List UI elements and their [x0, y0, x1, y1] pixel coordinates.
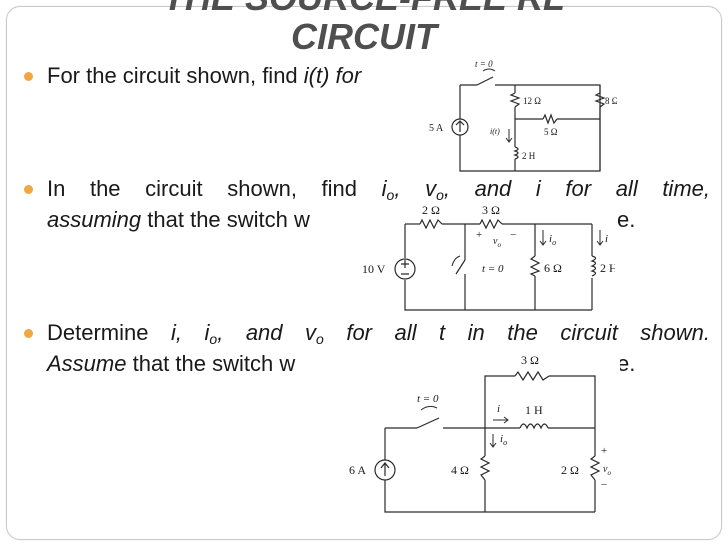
- c3-minus: −: [601, 479, 607, 491]
- c1-switch: [476, 76, 494, 86]
- bullet-1-text: For the circuit shown, find i(t) for: [47, 62, 361, 90]
- c2-i-arrow: [596, 230, 604, 246]
- bullet-1-prefix: For the circuit shown, find: [47, 63, 304, 88]
- c3-vo-sub: o: [607, 469, 611, 477]
- c1-current-arrow: [505, 129, 513, 143]
- c1-r12: [509, 92, 521, 108]
- circuit-3-diagram: 3 Ω 1 H t = 0 6 A 4 Ω 2 Ω i io + vo −: [345, 350, 620, 520]
- bullet-3-line2-end: e.: [617, 351, 636, 376]
- bullet-2-tail: , and i for all time,: [443, 176, 710, 201]
- c3-io-sub: o: [503, 438, 507, 447]
- c3-switch: [416, 417, 440, 429]
- bullet-dot-1: [24, 72, 33, 81]
- c2-source-label: 10 V: [362, 262, 386, 276]
- circuit-2-diagram: 2 Ω 3 Ω 6 Ω 2 H 10 V t = 0 + − vo io i: [360, 200, 615, 314]
- bullet-2-vo-sub: o: [436, 187, 444, 203]
- c3-vo-label: v: [603, 464, 608, 475]
- c1-r8: [594, 92, 606, 108]
- c3-switch-arrow: [420, 405, 438, 411]
- c1-r3-label: 5 Ω: [544, 127, 558, 137]
- bullet-3-tail: for all t in the circuit shown.: [323, 320, 711, 345]
- bullet-2-line2: assuming that the switch w: [47, 206, 310, 234]
- c3-r-mid-label: 4 Ω: [451, 463, 469, 477]
- c1-switch-arrow: [482, 68, 496, 72]
- c2-minus: −: [510, 229, 516, 241]
- bullet-2-io: i: [381, 176, 387, 201]
- c2-r2-label: 3 Ω: [482, 203, 500, 217]
- c2-plus: +: [476, 229, 482, 241]
- bullet-3-prefix: Determine: [47, 320, 171, 345]
- bullet-3-line1: Determine i, io, and vo for all t in the…: [47, 319, 710, 353]
- bullet-dot-2: [24, 185, 33, 194]
- c3-i-label: i: [497, 403, 500, 415]
- bullet-3-italic: Assume: [47, 351, 127, 376]
- circuit-1-diagram: t = 0 5 A 12 Ω 8 Ω 5 Ω 2 H i(t): [425, 55, 617, 175]
- bullet-2-line1: In the circuit shown, find io, vo, and i…: [47, 175, 710, 209]
- c3-source-label: 6 A: [349, 463, 366, 477]
- c1-r5: [542, 113, 558, 125]
- c2-inductor-label: 2 H: [600, 261, 615, 275]
- c3-r3: [514, 370, 550, 382]
- c3-inductor: [519, 423, 549, 430]
- c3-r-top-label: 3 Ω: [521, 353, 539, 367]
- c2-io-label: i: [549, 233, 552, 245]
- c3-io-label: i: [500, 433, 503, 445]
- svg-text:io: io: [549, 233, 556, 247]
- c2-switch: [455, 259, 466, 275]
- c3-r4: [479, 455, 491, 481]
- c2-io-arrow: [539, 230, 547, 246]
- c1-source-label: 5 A: [429, 123, 444, 134]
- c2-inductor: [590, 255, 597, 277]
- bullet-3-io-sub: o: [209, 331, 218, 347]
- c2-r2: [419, 218, 443, 230]
- c2-i-label: i: [605, 233, 608, 245]
- c2-switch-arrow: [451, 255, 461, 267]
- c2-r6: [529, 255, 541, 277]
- c3-switch-label: t = 0: [417, 393, 439, 405]
- svg-text:vo: vo: [493, 236, 501, 249]
- bullet-2-io-sub: o: [386, 187, 395, 203]
- c3-inductor-label: 1 H: [525, 403, 543, 417]
- c1-r1-label: 12 Ω: [523, 96, 541, 106]
- c3-plus: +: [601, 445, 607, 457]
- bullet-2-line2-end: e.: [617, 207, 636, 232]
- svg-text:io: io: [500, 433, 507, 447]
- bullet-3-line2: Assume that the switch w: [47, 350, 295, 378]
- bullet-2-italic: assuming: [47, 207, 142, 232]
- c1-r2-label: 8 Ω: [605, 96, 617, 106]
- c2-r1-label: 2 Ω: [422, 203, 440, 217]
- bullet-3-vo-sub: o: [316, 331, 324, 347]
- bullet-3-vars: i, i: [171, 320, 210, 345]
- c3-r-right-label: 2 Ω: [561, 463, 579, 477]
- bullet-dot-3: [24, 329, 33, 338]
- c1-inductor-label: 2 H: [522, 151, 536, 161]
- slide-title-line2: CIRCUIT: [291, 16, 437, 57]
- bullet-2-sep: ,: [394, 176, 426, 201]
- c1-switch-label: t = 0: [475, 59, 493, 69]
- c1-inductor: [513, 146, 519, 160]
- c2-r3: [479, 218, 503, 230]
- c3-io-arrow: [489, 434, 497, 448]
- bullet-2-rest: that the switch w: [141, 207, 310, 232]
- c3-r2: [589, 455, 601, 481]
- c2-vo-sub: o: [497, 241, 501, 249]
- bullet-2-vo: v: [425, 176, 437, 201]
- c2-vo-label: v: [493, 236, 498, 247]
- bullet-1-italic: i(t) for: [303, 63, 362, 88]
- c2-source: [394, 258, 416, 280]
- bullet-3-rest: that the switch w: [126, 351, 296, 376]
- slide-title-line1: THE SOURCE-FREE RL: [0, 0, 728, 18]
- bullet-3-and-v: , and v: [217, 320, 317, 345]
- c2-io-sub: o: [552, 238, 556, 247]
- c3-i-arrow: [493, 416, 509, 424]
- svg-text:vo: vo: [603, 464, 611, 477]
- c1-current-label: i(t): [490, 127, 500, 136]
- c2-r3-label: 6 Ω: [544, 261, 562, 275]
- bullet-2-prefix: In the circuit shown, find: [47, 176, 382, 201]
- c2-switch-label: t = 0: [482, 263, 504, 275]
